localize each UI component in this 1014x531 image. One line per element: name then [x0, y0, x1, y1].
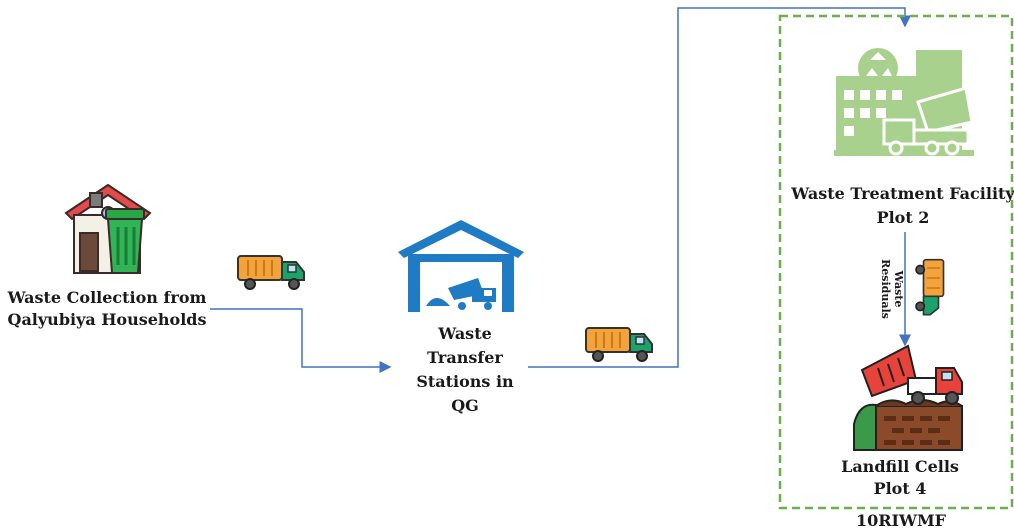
- treatment-label: Waste Treatment Facility Plot 2: [790, 182, 1014, 230]
- landfill-dump-truck-icon: [853, 344, 963, 451]
- treatment-label-line2: Plot 2: [876, 208, 930, 227]
- recycling-facility-icon: [834, 48, 974, 156]
- arrow-transfer-to-treatment: [528, 7, 911, 368]
- landfill-label-line1: Landfill Cells: [841, 457, 959, 476]
- waste-residuals-label: Waste Residuals: [879, 259, 905, 319]
- landfill-label: Landfill Cells Plot 4: [800, 456, 1000, 500]
- households-label-line1: Waste Collection from: [7, 288, 207, 307]
- transfer-label-line1: Waste: [438, 324, 492, 343]
- house-with-bin-icon: [64, 183, 152, 274]
- garbage-truck-icon: [915, 258, 945, 316]
- transfer-label-line3: Stations in: [416, 372, 514, 391]
- riwmf-boundary: [778, 14, 1014, 510]
- transfer-label: Waste Transfer Stations in QG: [400, 322, 530, 418]
- transfer-label-line4: QG: [451, 396, 479, 415]
- households-label-line2: Qalyubiya Households: [7, 310, 207, 329]
- garbage-truck-icon: [585, 327, 653, 362]
- arrow-households-to-transfer: [210, 308, 392, 373]
- riwmf-label: 10RIWMF: [855, 511, 947, 530]
- warehouse-dump-truck-icon: [398, 220, 524, 312]
- garbage-truck-icon: [237, 255, 305, 290]
- transfer-label-line2: Transfer: [427, 348, 503, 367]
- landfill-label-line2: Plot 4: [873, 479, 927, 498]
- treatment-label-line1: Waste Treatment Facility: [791, 184, 1014, 203]
- households-label: Waste Collection from Qalyubiya Househol…: [0, 287, 214, 331]
